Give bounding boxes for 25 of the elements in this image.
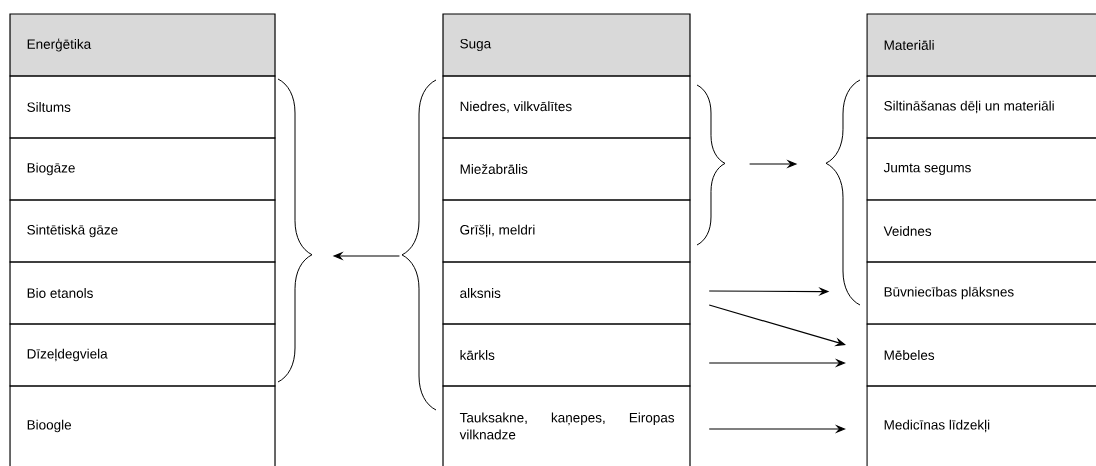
table-cell: Veidnes — [866, 199, 1096, 263]
table-cell: kārkls — [442, 323, 691, 387]
table-cell: Medicīnas līdzekļi — [866, 385, 1096, 466]
curly-brace — [401, 79, 437, 411]
header-cell: Materiāli — [866, 13, 1096, 77]
curly-brace — [696, 84, 726, 246]
table-cell: Niedres, vilkvālītes — [442, 75, 691, 139]
table-cell: Būvniecības plāksnes — [866, 261, 1096, 325]
table-cell: Bioogle — [9, 385, 276, 466]
table-cell: alksnis — [442, 261, 691, 325]
table-cell: Dīzeļdegviela — [9, 323, 276, 387]
table-cell: Jumta segums — [866, 137, 1096, 201]
curly-brace — [277, 78, 313, 383]
table-cell: Siltums — [9, 75, 276, 139]
table-cell: Siltināšanas dēļi un materiāli — [866, 75, 1096, 139]
header-cell: Enerģētika — [9, 13, 276, 77]
table-cell: Sintētiskā gāze — [9, 199, 276, 263]
table-cell: Grīšļi, meldri — [442, 199, 691, 263]
table-cell: Mēbeles — [866, 323, 1096, 387]
table-cell: Bio etanols — [9, 261, 276, 325]
table-cell: Tauksakne, kaņepes, Eiropas vilknadze — [442, 385, 691, 466]
header-cell: Suga — [442, 13, 691, 77]
table-cell: Biogāze — [9, 137, 276, 201]
table-cell: Miežabrālis — [442, 137, 691, 201]
curly-brace — [825, 79, 861, 306]
